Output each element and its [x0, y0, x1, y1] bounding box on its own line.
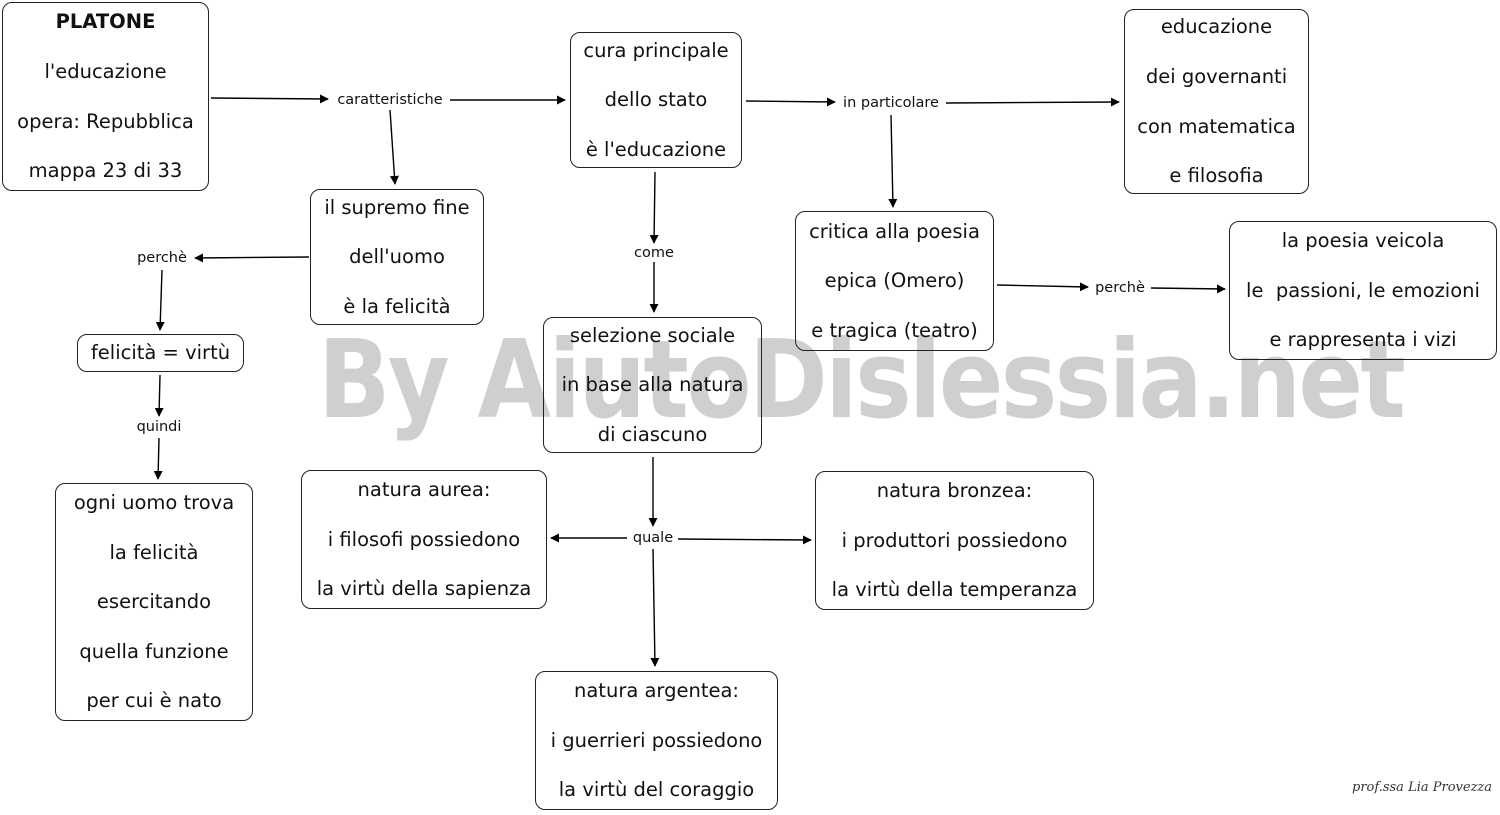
- arrow-critica-perche: [996, 282, 1089, 292]
- arrow-inparticolare-governanti: [945, 97, 1120, 107]
- node-line: natura argentea:: [574, 679, 739, 703]
- arrow-perche-poesia: [1150, 284, 1226, 294]
- node-line: natura aurea:: [357, 478, 491, 502]
- node-felicita-virtu: felicità = virtù: [77, 334, 244, 372]
- node-natura-aurea: natura aurea: i filosofi possiedono la v…: [301, 470, 547, 609]
- arrow-cura-inparticolare: [745, 97, 836, 107]
- link-label-quale: quale: [629, 530, 677, 546]
- node-line: ogni uomo trova: [73, 491, 235, 515]
- link-label-perche: perchè: [134, 250, 190, 266]
- node-natura-bronzea: natura bronzea: i produttori possiedono …: [815, 471, 1094, 610]
- node-line: educazione: [1160, 15, 1273, 39]
- node-line: critica alla poesia: [809, 219, 980, 243]
- node-line: è la felicità: [343, 294, 451, 318]
- node-line: dello stato: [604, 88, 708, 112]
- node-line: e tragica (teatro): [811, 318, 978, 342]
- node-platone-line: mappa 23 di 33: [28, 159, 183, 183]
- node-line: cura principale: [583, 38, 729, 62]
- node-line: natura bronzea:: [876, 479, 1033, 503]
- arrow-cura-come: [649, 171, 659, 244]
- arrow-quindi-ogniuomo: [153, 437, 163, 480]
- node-line: la felicità: [109, 540, 199, 564]
- watermark-text: By AiutoDislessia.net: [318, 318, 1406, 443]
- node-line: la virtù della temperanza: [831, 578, 1078, 602]
- node-supremo-fine: il supremo fine dell'uomo è la felicità: [310, 189, 484, 325]
- node-line: epica (Omero): [824, 269, 965, 293]
- node-poesia-veicola: la poesia veicola le passioni, le emozio…: [1229, 221, 1497, 360]
- node-line: felicità = virtù: [90, 341, 231, 364]
- node-line: i filosofi possiedono: [327, 527, 521, 551]
- node-line: i produttori possiedono: [841, 528, 1068, 552]
- node-line: la virtù della sapienza: [316, 577, 532, 601]
- node-platone-line: l'educazione: [44, 59, 167, 83]
- node-platone-line: opera: Repubblica: [17, 109, 194, 133]
- node-selezione-sociale: selezione sociale in base alla natura di…: [543, 317, 762, 453]
- arrow-quale-bronzea: [677, 535, 812, 545]
- node-critica-poesia: critica alla poesia epica (Omero) e trag…: [795, 211, 994, 351]
- node-line: per cui è nato: [86, 689, 222, 713]
- node-line: dell'uomo: [349, 245, 445, 269]
- node-line: con matematica: [1137, 114, 1296, 138]
- node-line: e rappresenta i vizi: [1269, 328, 1457, 352]
- node-line: il supremo fine: [324, 195, 470, 219]
- link-label-come: come: [631, 245, 677, 261]
- node-line: dei governanti: [1145, 64, 1288, 88]
- node-cura-principale: cura principale dello stato è l'educazio…: [570, 32, 742, 168]
- node-line: esercitando: [96, 590, 212, 614]
- node-line: la virtù del coraggio: [558, 778, 755, 802]
- node-natura-argentea: natura argentea: i guerrieri possiedono …: [535, 671, 778, 810]
- node-line: selezione sociale: [569, 323, 736, 347]
- arrow-supremo-perche: [194, 253, 310, 263]
- author-signature: prof.ssa Lia Provezza: [1352, 780, 1493, 795]
- arrow-platone-caratteristiche: [210, 94, 329, 104]
- arrow-felicita-quindi: [154, 374, 164, 417]
- arrow-quale-argentea: [650, 548, 660, 667]
- node-line: quella funzione: [79, 639, 229, 663]
- arrow-perche-felicita: [155, 269, 165, 331]
- link-label-in-particolare: in particolare: [840, 95, 942, 111]
- node-ogni-uomo: ogni uomo trova la felicità esercitando …: [55, 483, 253, 721]
- link-label-perche: perchè: [1092, 280, 1148, 296]
- node-line: è l'educazione: [585, 137, 727, 161]
- arrow-caratteristiche-supremo: [389, 109, 399, 185]
- node-platone: PLATONE l'educazione opera: Repubblica m…: [2, 2, 209, 191]
- link-label-quindi: quindi: [133, 419, 185, 435]
- node-line: le passioni, le emozioni: [1246, 278, 1480, 302]
- arrow-inparticolare-critica: [888, 114, 898, 208]
- node-line: in base alla natura: [561, 373, 744, 397]
- node-line: i guerrieri possiedono: [550, 728, 763, 752]
- node-line: la poesia veicola: [1281, 229, 1445, 253]
- node-line: e filosofia: [1169, 164, 1264, 188]
- node-platone-title: PLATONE: [55, 10, 156, 34]
- node-line: di ciascuno: [597, 422, 708, 446]
- link-label-caratteristiche: caratteristiche: [334, 92, 446, 108]
- node-educazione-governanti: educazione dei governanti con matematica…: [1124, 9, 1309, 194]
